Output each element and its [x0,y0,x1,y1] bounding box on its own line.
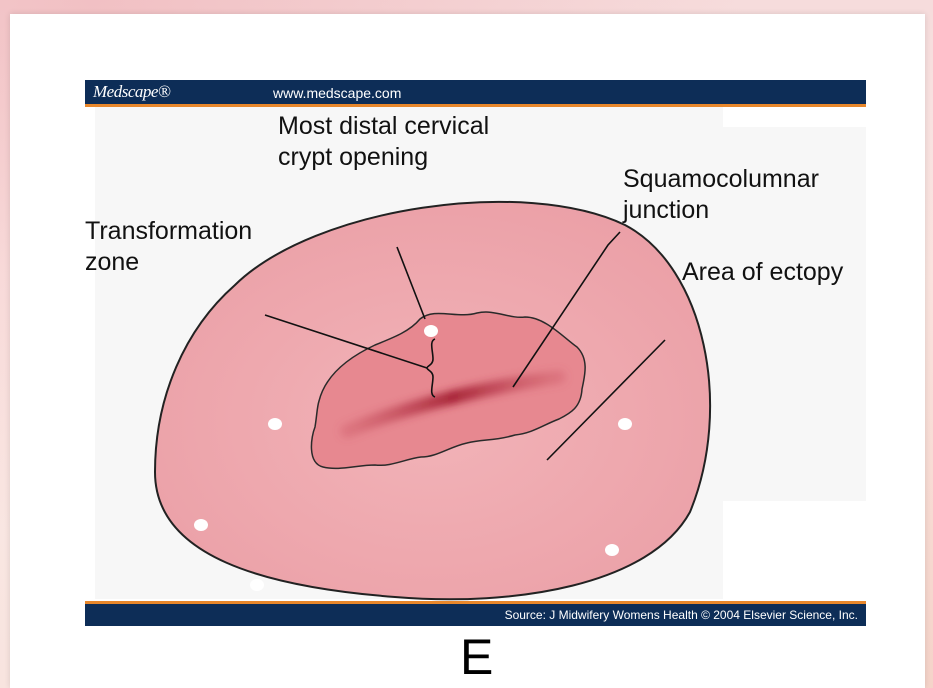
label-transformation-zone: Transformation zone [85,216,252,278]
crypt-opening-dot [618,418,632,430]
source-citation: Source: J Midwifery Womens Health © 2004… [505,608,858,622]
medscape-logo: Medscape® [93,82,170,102]
label-area-of-ectopy: Area of ectopy [682,257,843,288]
panel-letter: E [460,628,493,686]
figure-header-bar: Medscape® www.medscape.com [85,80,866,107]
medscape-figure: Medscape® www.medscape.com [85,80,866,626]
label-crypt-opening: Most distal cervical crypt opening [278,111,489,173]
site-url: www.medscape.com [273,85,401,101]
crypt-opening-dot [605,544,619,556]
crypt-opening-dot [268,418,282,430]
crypt-opening-dot [194,519,208,531]
crypt-opening-dot [424,325,438,337]
figure-footer-bar: Source: J Midwifery Womens Health © 2004… [85,601,866,626]
label-squamocolumnar-junction: Squamocolumnar junction [623,164,819,226]
crypt-opening-dot [250,579,264,591]
